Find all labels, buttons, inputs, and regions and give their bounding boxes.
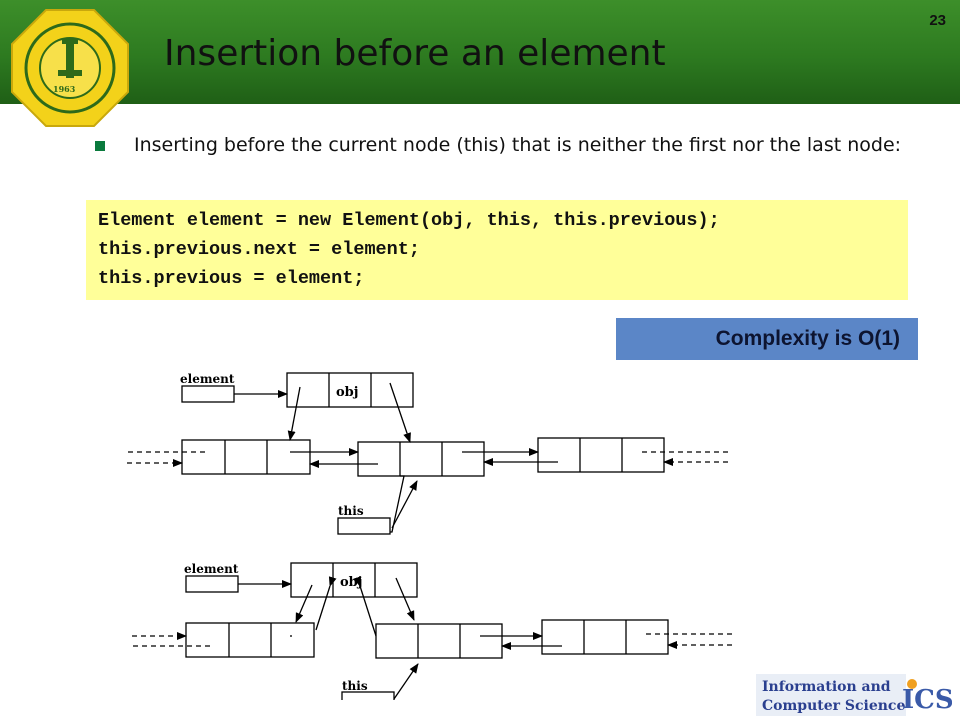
new-node-after bbox=[290, 562, 418, 598]
this-label-before: this bbox=[338, 504, 364, 518]
header-bar bbox=[0, 0, 960, 104]
seal-year: 1963 bbox=[53, 84, 76, 94]
list-node-after-3 bbox=[541, 619, 669, 655]
slide-title: Insertion before an element bbox=[164, 33, 666, 74]
complexity-box: Complexity is O(1) bbox=[616, 318, 918, 360]
code-block: Element element = new Element(obj, this,… bbox=[86, 200, 908, 300]
element-label-before: element bbox=[180, 372, 235, 386]
this-label-after: this bbox=[342, 679, 368, 693]
element-variable-box bbox=[181, 385, 235, 403]
element-variable-box-after bbox=[185, 575, 239, 593]
list-node-before-3 bbox=[537, 437, 665, 473]
bullet-text: Inserting before the current node (this)… bbox=[134, 134, 902, 156]
page-number: 23 bbox=[929, 12, 946, 29]
bullet-square-icon bbox=[95, 141, 105, 151]
code-line: this.previous = element; bbox=[98, 268, 365, 289]
obj-label-after: obj bbox=[340, 575, 362, 590]
ics-department-logo: Information and Computer Science ICS bbox=[756, 674, 952, 716]
list-node-after-2 bbox=[375, 623, 503, 659]
list-node-after-1 bbox=[185, 622, 315, 658]
obj-label-before: obj bbox=[336, 385, 358, 400]
logo-line2: Computer Science bbox=[762, 698, 905, 714]
element-label-after: element bbox=[184, 562, 239, 576]
logo-mark: ICS bbox=[902, 685, 952, 715]
university-seal-logo: 1963 bbox=[11, 9, 129, 127]
linked-list-diagram: element obj this bbox=[127, 372, 732, 700]
this-variable-box bbox=[337, 517, 391, 535]
code-line: this.previous.next = element; bbox=[98, 239, 420, 260]
logo-line1: Information and bbox=[762, 679, 891, 695]
code-line: Element element = new Element(obj, this,… bbox=[98, 210, 720, 231]
list-node-before-2 bbox=[357, 441, 485, 477]
this-variable-box-after bbox=[341, 691, 395, 700]
list-node-before-1 bbox=[181, 439, 311, 475]
